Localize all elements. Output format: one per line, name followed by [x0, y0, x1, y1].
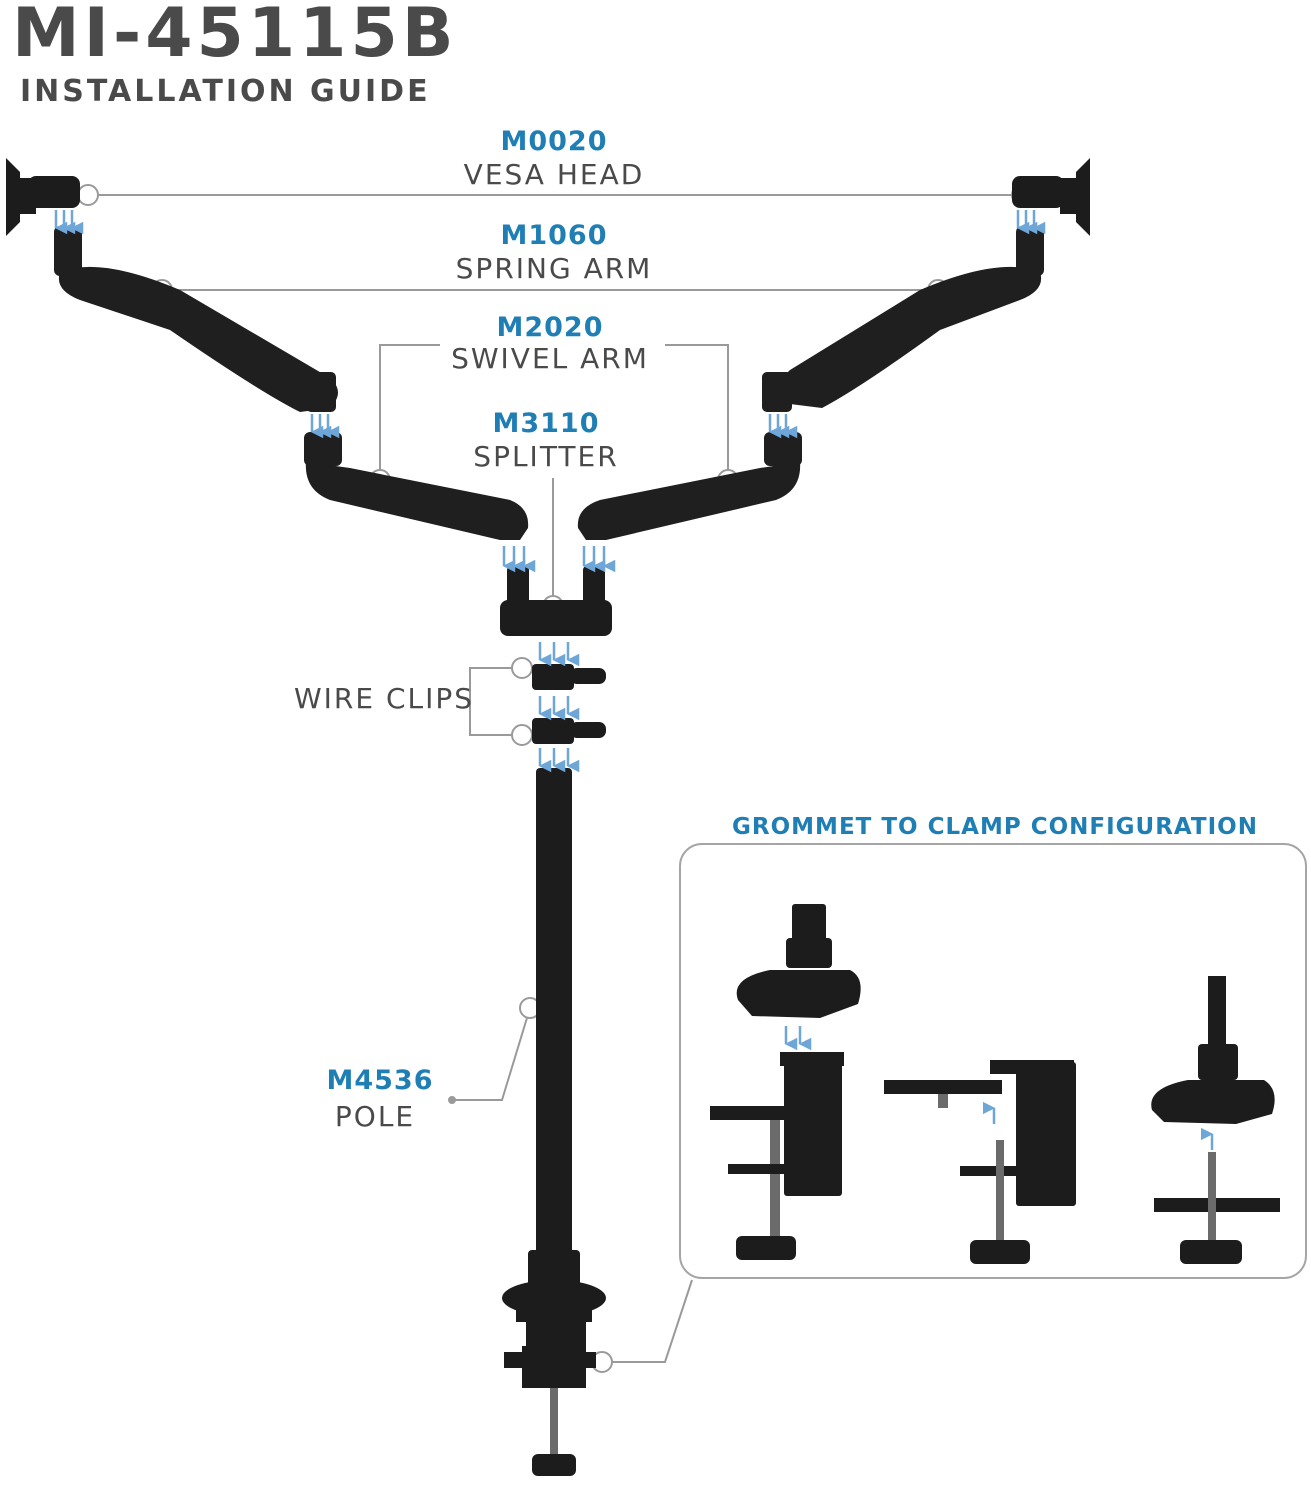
leader-lines: [88, 194, 1022, 1363]
swivel-arm-code: M2020: [496, 312, 604, 343]
swivel-arm-left: [304, 432, 529, 540]
splitter-part: [500, 566, 612, 636]
grommet-step-2: [884, 1060, 1076, 1264]
grommet-step-1-arrows: [784, 1026, 812, 1051]
pole-part: [528, 768, 580, 1294]
swivel-arm-right: [577, 432, 802, 540]
assembly-arrows: [54, 210, 1046, 773]
product-model-title: MI-45115B: [12, 0, 458, 73]
splitter-code: M3110: [492, 408, 600, 439]
swivel-arm-name: SWIVEL ARM: [451, 342, 649, 375]
pole-code: M4536: [326, 1065, 434, 1096]
spring-arm-code: M1060: [500, 220, 608, 251]
vesa-head-left: [6, 158, 80, 236]
wire-clip-top: [532, 664, 606, 690]
wire-clips-name: WIRE CLIPS: [293, 682, 475, 715]
spring-arm-right: [762, 226, 1044, 412]
grommet-step-3: [1151, 976, 1280, 1264]
vesa-head-name: VESA HEAD: [463, 158, 645, 191]
grommet-step-1: [710, 904, 861, 1260]
installation-guide-subtitle: INSTALLATION GUIDE: [20, 74, 431, 109]
vesa-head-right: [1012, 158, 1090, 236]
base-clamp-assembly: [502, 1280, 606, 1476]
vesa-head-code: M0020: [500, 126, 608, 157]
pole-name: POLE: [334, 1100, 416, 1133]
spring-arm-name: SPRING ARM: [455, 252, 653, 285]
wire-clip-bottom: [532, 718, 606, 744]
splitter-name: SPLITTER: [473, 440, 619, 473]
grommet-config-title: GROMMET TO CLAMP CONFIGURATION: [732, 814, 1258, 840]
spring-arm-left: [54, 226, 338, 412]
